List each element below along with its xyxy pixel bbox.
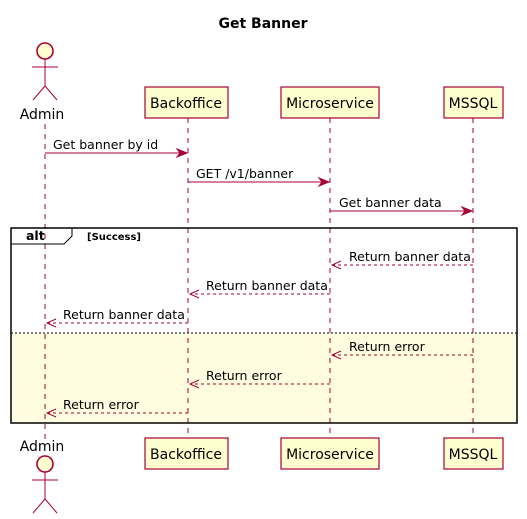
alt-condition: [Success] [87,232,141,243]
participant-microservice-top: Microservice [280,86,380,119]
svg-text:MSSQL: MSSQL [449,96,498,112]
alt-tab [11,227,73,245]
svg-text:Return error: Return error [63,397,140,412]
message-return-banner-data-2: Return banner data [188,278,330,299]
svg-text:Return error: Return error [349,339,426,354]
message-get-banner-data: Get banner data [330,195,474,217]
message-return-banner-data-1: Return banner data [330,249,473,270]
svg-text:GET /v1/banner: GET /v1/banner [196,166,294,181]
svg-text:Get banner by id: Get banner by id [53,137,158,152]
svg-text:Return error: Return error [206,368,283,383]
diagram-title: Get Banner [218,16,307,32]
participant-mssql-bottom: MSSQL [443,437,504,470]
alt-else-region [11,333,517,423]
svg-text:Return banner data: Return banner data [206,278,328,293]
svg-text:Return banner data: Return banner data [349,249,471,264]
participant-backoffice-top: Backoffice [144,86,229,119]
svg-text:Backoffice: Backoffice [150,96,222,112]
participant-label-admin-top: Admin [20,107,65,123]
message-return-error-3: Return error [45,397,188,418]
message-return-error-2: Return error [188,368,330,389]
message-get-v1-banner: GET /v1/banner [188,166,331,188]
message-get-banner-by-id: Get banner by id [45,137,189,159]
message-return-error-1: Return error [330,339,473,360]
participant-mssql-top: MSSQL [443,86,504,119]
svg-text:Backoffice: Backoffice [150,447,222,463]
alt-frame [10,227,518,424]
svg-text:Microservice: Microservice [286,447,374,463]
message-return-banner-data-3: Return banner data [45,307,188,328]
participant-backoffice-bottom: Backoffice [144,437,229,470]
actor-admin-top [32,42,58,101]
alt-keyword: alt [26,228,45,243]
svg-text:MSSQL: MSSQL [449,447,498,463]
svg-text:Return banner data: Return banner data [63,307,185,322]
actor-admin-bottom [32,455,58,514]
participant-label-admin-bottom: Admin [20,439,65,455]
svg-text:Microservice: Microservice [286,96,374,112]
participant-microservice-bottom: Microservice [280,437,380,470]
svg-text:Get banner data: Get banner data [339,195,442,210]
